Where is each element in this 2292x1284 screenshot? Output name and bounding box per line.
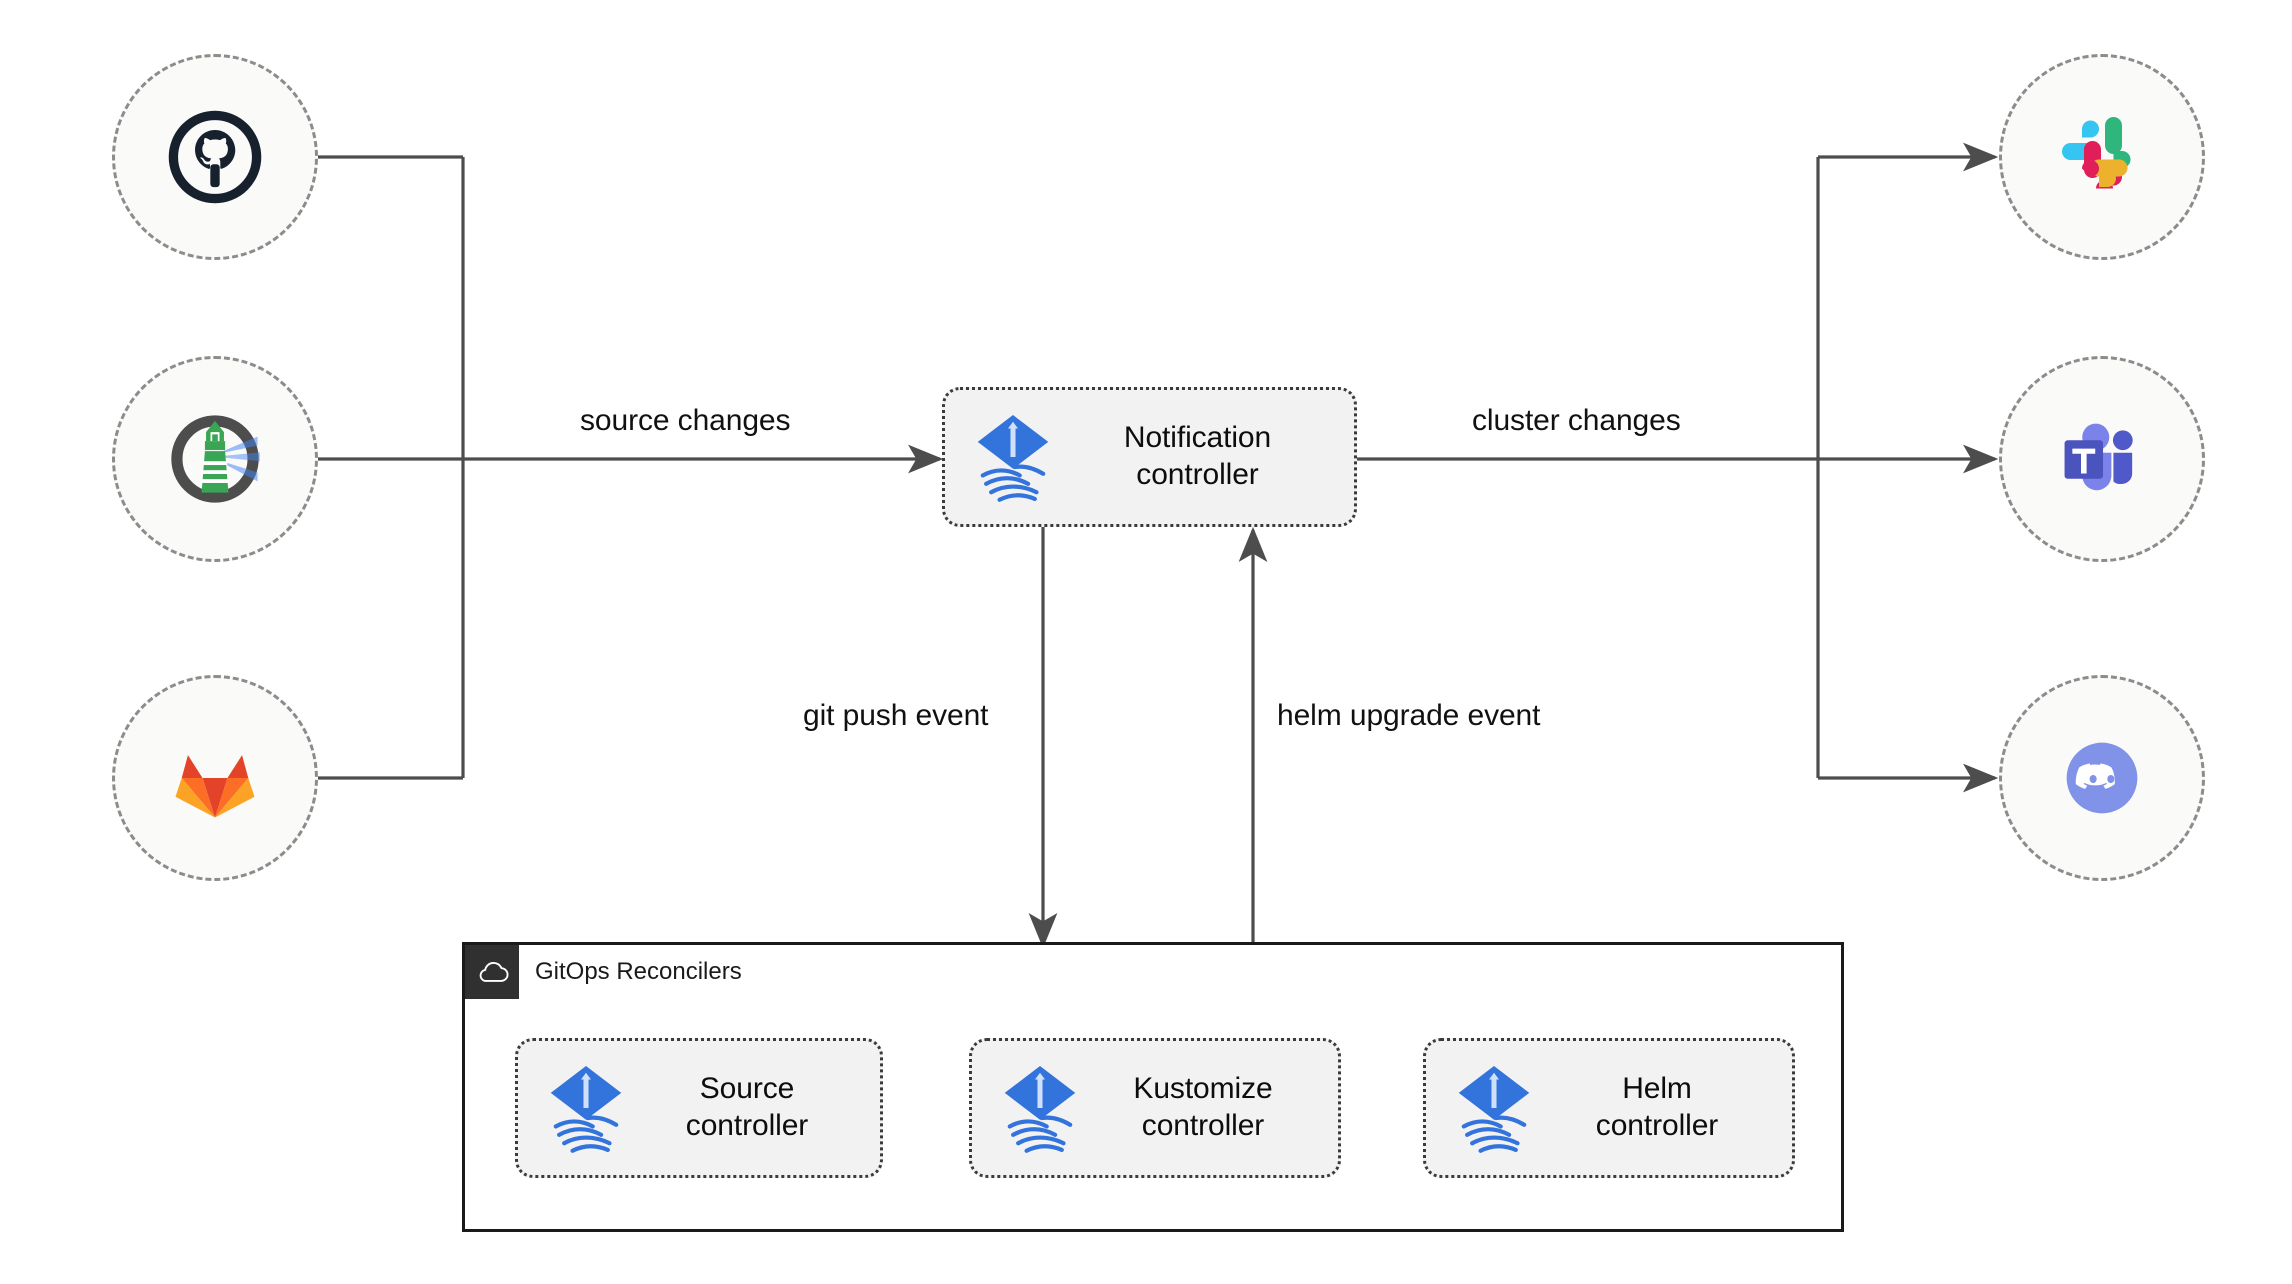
- notification-controller-box[interactable]: Notification controller: [942, 387, 1357, 527]
- flux-controller-icon: [1458, 1066, 1530, 1153]
- source-controller-box[interactable]: Source controller: [515, 1038, 883, 1178]
- github-icon: [168, 110, 262, 204]
- gitlab-icon: [175, 755, 255, 818]
- teams-icon: [2064, 423, 2133, 491]
- flux-lighthouse-icon: [171, 415, 260, 503]
- slack-icon: [2062, 117, 2131, 189]
- flux-controller-icon: [550, 1066, 622, 1153]
- destination-node-slack[interactable]: [1999, 54, 2205, 260]
- edge-label-helm-upgrade-event: helm upgrade event: [1277, 699, 1541, 732]
- cloud-icon: [479, 962, 509, 982]
- gitops-group-header: GitOps Reconcilers: [465, 945, 742, 999]
- discord-icon: [2066, 742, 2138, 814]
- kustomize-controller-box[interactable]: Kustomize controller: [969, 1038, 1341, 1178]
- gitops-group-title: GitOps Reconcilers: [535, 958, 742, 985]
- helm-controller-box[interactable]: Helm controller: [1423, 1038, 1795, 1178]
- flux-controller-icon: [977, 415, 1049, 502]
- source-node-flux[interactable]: [112, 356, 318, 562]
- flux-controller-icon: [1004, 1066, 1076, 1153]
- edge-label-source-changes: source changes: [580, 404, 791, 437]
- source-node-github[interactable]: [112, 54, 318, 260]
- destination-node-discord[interactable]: [1999, 675, 2205, 881]
- edge-label-cluster-changes: cluster changes: [1472, 404, 1681, 437]
- gitops-reconcilers-group: GitOps Reconcilers Source controller: [462, 942, 1844, 1232]
- kustomize-controller-label: Kustomize controller: [1133, 1072, 1273, 1142]
- source-node-gitlab[interactable]: [112, 675, 318, 881]
- notification-controller-label: Notification controller: [1123, 421, 1272, 491]
- edge-label-git-push-event: git push event: [803, 699, 989, 732]
- destination-node-teams[interactable]: [1999, 356, 2205, 562]
- cloud-badge: [465, 945, 519, 999]
- source-controller-label: Source controller: [685, 1072, 809, 1142]
- helm-controller-label: Helm controller: [1595, 1072, 1719, 1142]
